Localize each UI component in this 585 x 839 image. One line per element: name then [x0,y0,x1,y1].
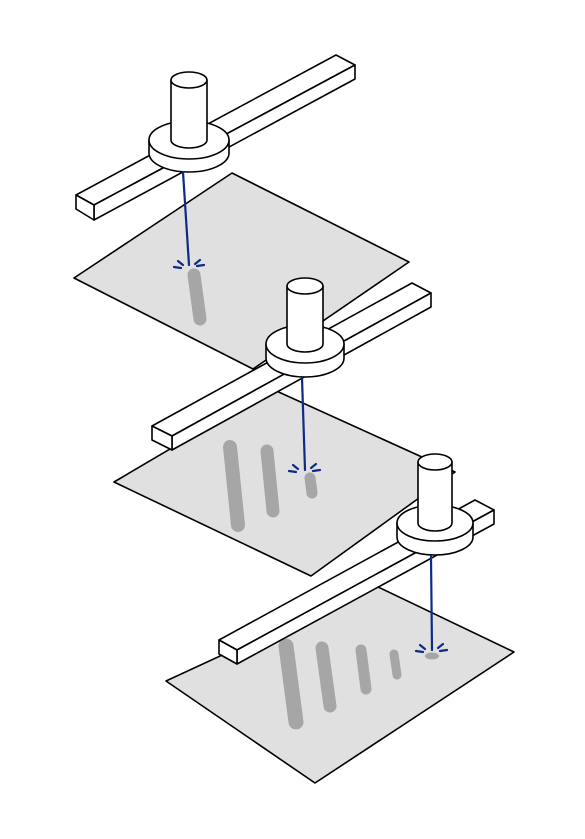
stage-1-stroke-1 [187,268,207,326]
stage-1-laser-head [148,71,230,173]
stage-2-stroke-3 [304,472,318,499]
stage-3-sheet [165,584,515,784]
stage-3-stroke-4 [389,649,402,680]
stage-1 [73,54,410,370]
stage-1-laser-beam [172,170,206,270]
stage-3-stroke-3 [355,644,372,695]
stage-3 [165,453,515,784]
stage-1-sheet [73,172,410,370]
stage-2 [113,277,456,577]
stage-3-stroke-2 [315,641,337,713]
stage-3-laser-head [396,453,474,556]
stage-3-stroke-1 [278,638,304,730]
stage-2-laser-beam [287,376,322,474]
stage-2-stroke-1 [223,440,245,532]
stage-2-laser-head [265,277,345,378]
stage-2-stroke-2 [260,444,280,518]
stage-3-laser-beam [414,554,449,654]
stage-3-laser-spot [425,652,439,660]
